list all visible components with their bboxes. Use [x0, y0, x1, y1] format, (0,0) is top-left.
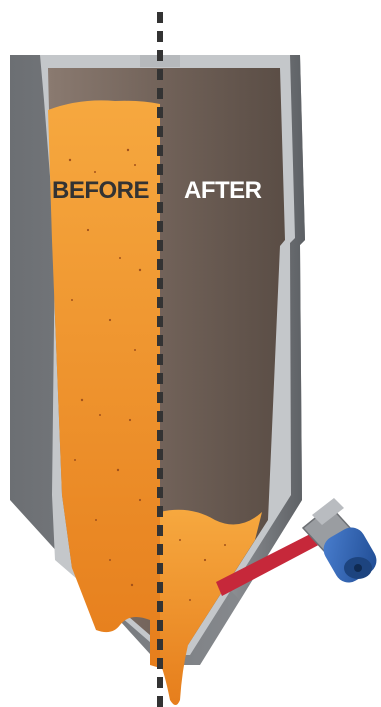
after-label: AFTER: [184, 177, 262, 204]
motor-shaft: [354, 564, 362, 572]
after-material-fill: [160, 510, 262, 705]
before-label: BEFORE: [52, 177, 150, 204]
